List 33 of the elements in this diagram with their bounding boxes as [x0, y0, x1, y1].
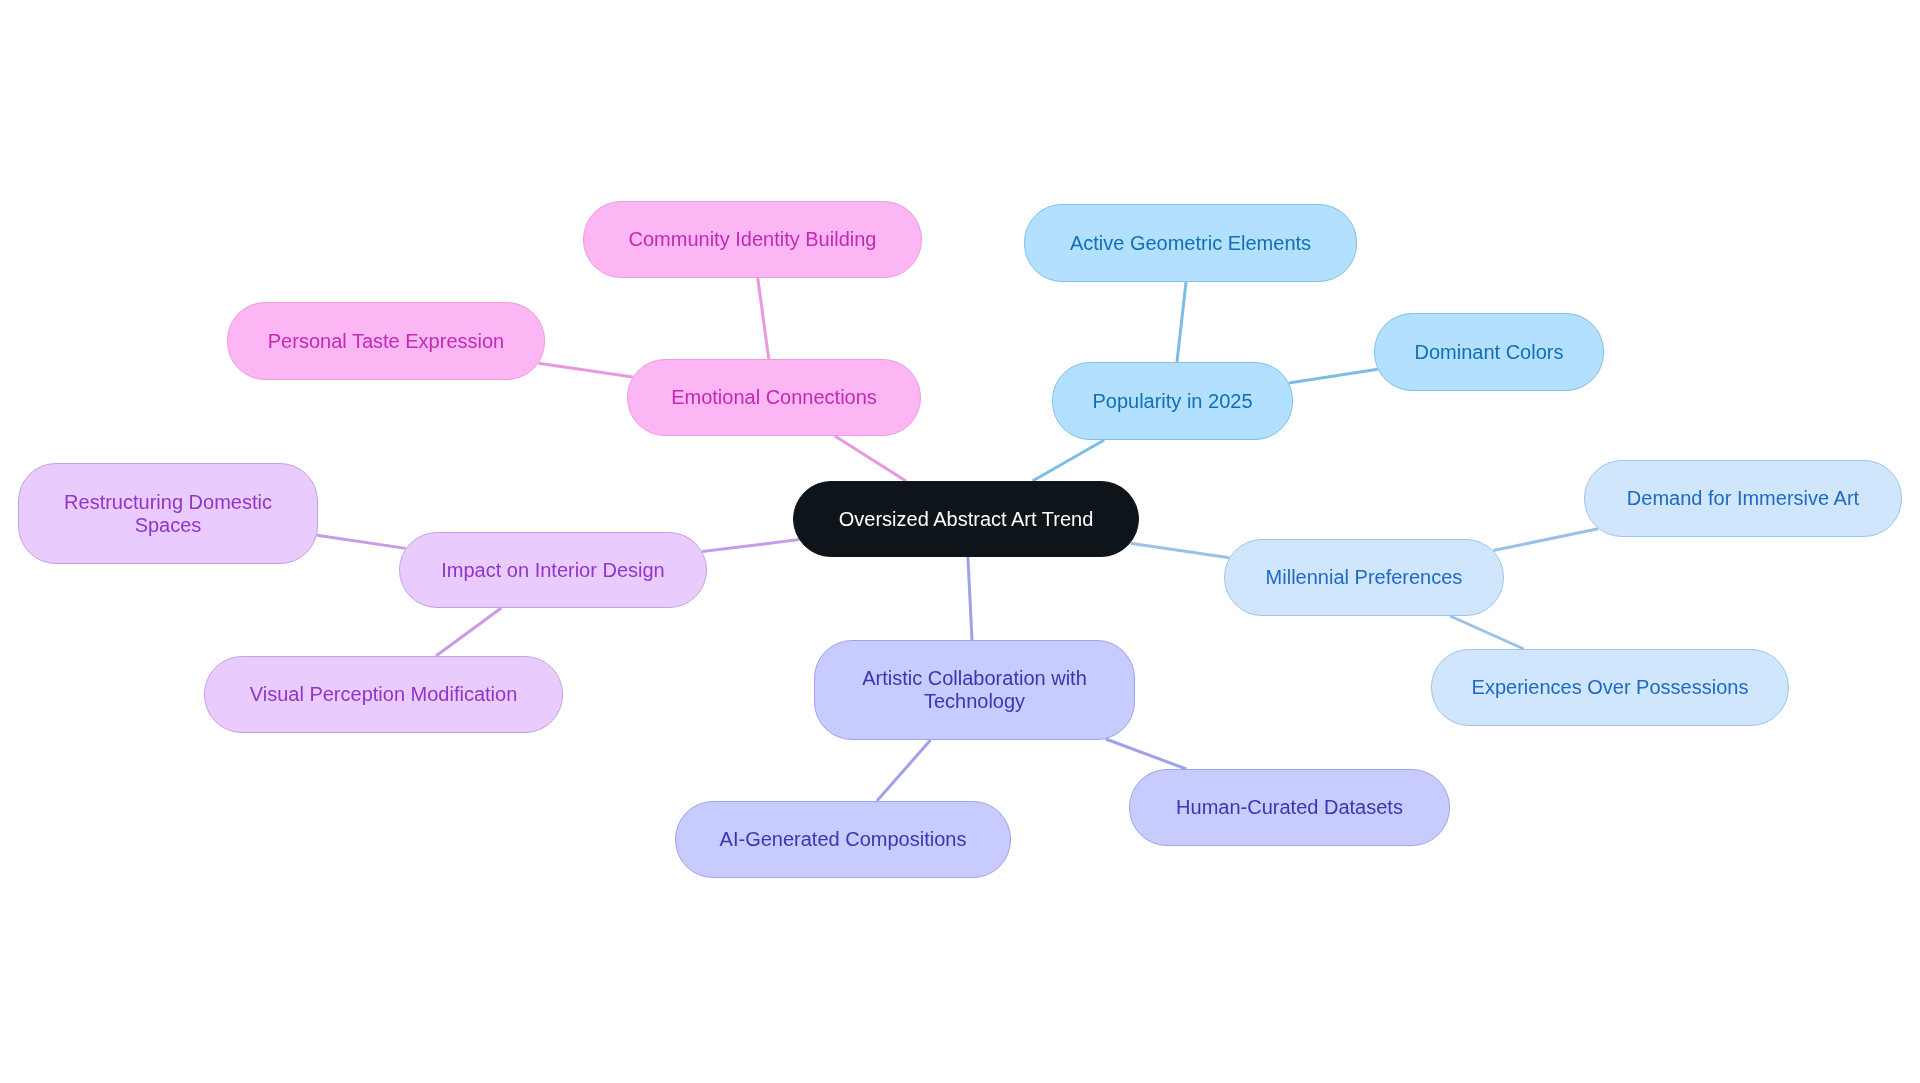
connector-line — [1031, 438, 1105, 483]
node-label: Emotional Connections — [671, 386, 877, 409]
connector-line — [1449, 614, 1525, 651]
node-label: Impact on Interior Design — [441, 558, 665, 582]
node-label: Demand for Immersive Art — [1626, 487, 1860, 510]
topic-node — [814, 640, 1135, 740]
connector-line — [1288, 367, 1378, 385]
connector-line — [1493, 527, 1599, 552]
connector-line — [1175, 281, 1188, 363]
connector-line — [756, 277, 771, 360]
node-label: Experiences Over Possessions — [1471, 676, 1749, 699]
node-label: Community Identity Building — [628, 228, 877, 251]
node-label: Restructuring Domestic Spaces — [63, 490, 273, 537]
connector-line — [834, 434, 907, 483]
connector-line — [435, 606, 503, 658]
node-label: Oversized Abstract Art Trend — [838, 507, 1094, 531]
node-label: Personal Taste Expression — [267, 329, 505, 353]
connector-line — [538, 361, 633, 379]
connector-line — [1105, 737, 1187, 771]
topic-node — [18, 463, 318, 564]
node-label: Popularity in 2025 — [1092, 389, 1253, 413]
connector-line — [875, 739, 932, 802]
node-label: Active Geometric Elements — [1069, 231, 1312, 255]
node-label: Millennial Preferences — [1265, 566, 1463, 589]
node-label: Visual Perception Modification — [249, 683, 518, 706]
connector-line — [702, 538, 800, 554]
node-label: AI-Generated Compositions — [719, 828, 967, 851]
connector-line — [966, 556, 974, 641]
node-label: Artistic Collaboration with Technology — [861, 667, 1088, 713]
node-label: Human-Curated Datasets — [1176, 796, 1403, 819]
connector-line — [1130, 541, 1230, 560]
node-label: Dominant Colors — [1414, 340, 1564, 364]
connector-line — [316, 533, 406, 550]
